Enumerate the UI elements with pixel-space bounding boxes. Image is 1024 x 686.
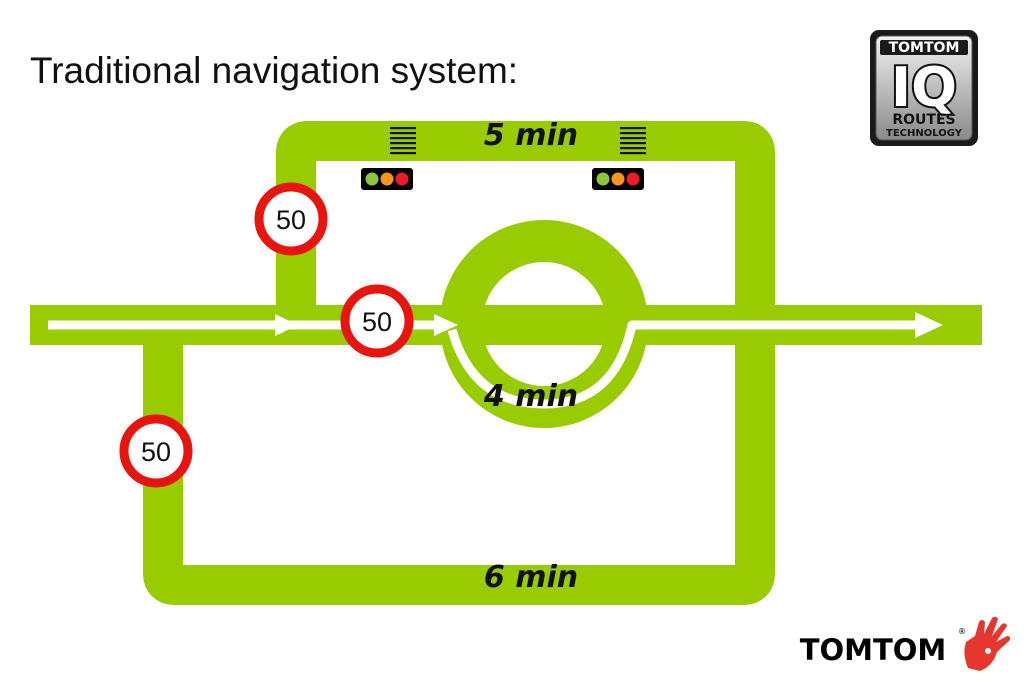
svg-text:IQ: IQ: [891, 56, 957, 119]
slide-title: Traditional navigation system:: [30, 50, 519, 91]
crosswalk: [390, 127, 416, 155]
svg-text:50: 50: [141, 437, 171, 467]
speed-limit-sign: 50: [119, 414, 193, 488]
traffic-light-icon: [592, 168, 644, 190]
speed-limit-sign: 50: [340, 284, 414, 358]
hand-icon: [964, 616, 1011, 671]
top-route-time: 5 min: [484, 118, 578, 153]
tomtom-logo: TOMTOM ®: [800, 627, 966, 667]
svg-text:ROUTES: ROUTES: [892, 112, 955, 128]
iq-routes-badge: TOMTOM IQ ROUTES TECHNOLOGY: [870, 30, 978, 146]
svg-text:TOMTOM: TOMTOM: [800, 633, 947, 667]
svg-text:50: 50: [362, 307, 392, 337]
bottom-route-time: 6 min: [484, 560, 578, 595]
svg-text:TOMTOM: TOMTOM: [889, 40, 960, 56]
speed-limit-sign: 50: [254, 182, 328, 256]
svg-text:®: ®: [958, 627, 966, 636]
traffic-light-icon: [361, 168, 413, 190]
svg-text:50: 50: [276, 205, 306, 235]
top-route-road: [276, 121, 775, 322]
bottom-route-road: [143, 322, 775, 605]
middle-route-time: 4 min: [483, 379, 578, 414]
crosswalk: [620, 127, 646, 155]
svg-text:TECHNOLOGY: TECHNOLOGY: [886, 128, 963, 139]
